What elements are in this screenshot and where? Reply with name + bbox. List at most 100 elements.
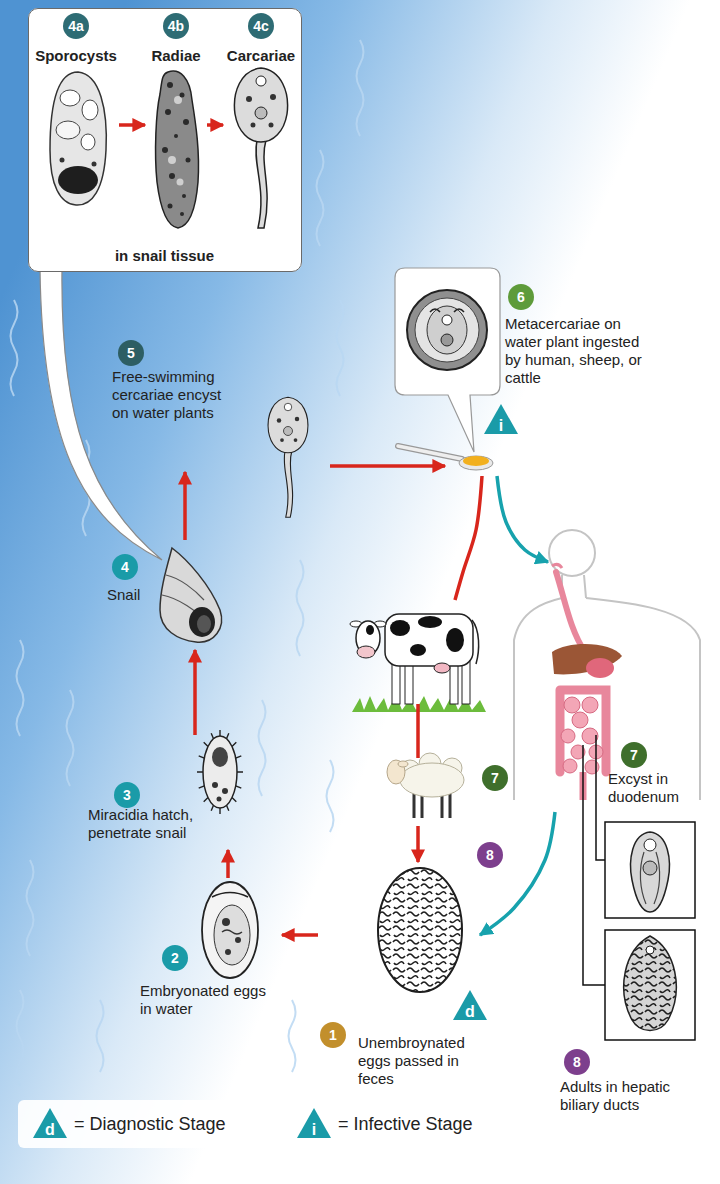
water-waves [289, 1000, 296, 1072]
water-waves [327, 760, 334, 832]
radia-figure [182, 194, 186, 198]
callout-number: 5 [118, 340, 144, 366]
unembryonated-egg-figure [378, 868, 462, 992]
water-waves [27, 860, 34, 956]
radia-figure [156, 71, 199, 228]
life-cycle-arrow [480, 812, 555, 935]
legend-text: = Diagnostic Stage [74, 1112, 226, 1136]
radia-figure [169, 173, 175, 179]
unembryonated-egg-figure [378, 868, 462, 992]
host-path-line [416, 704, 420, 758]
callout-number: 3 [114, 782, 140, 808]
water-waves [11, 300, 18, 396]
stage-heading: Radiae [145, 47, 207, 65]
embryonated-egg-figure [202, 882, 258, 978]
water-waves [97, 1000, 104, 1072]
metacercaria-stage: 6Metacercariae on water plant ingested b… [445, 265, 705, 476]
radia-stage: 4bRadiae [145, 13, 207, 243]
cow-figure [410, 644, 426, 656]
miracidium-figure [203, 736, 237, 808]
human-figure [564, 697, 580, 713]
sporocyst-figure [81, 134, 95, 150]
life-cycle-arrow [497, 476, 548, 562]
sporocyst-figure [56, 121, 80, 139]
adult-fluke-stage: 8Adults in hepatic biliary ducts [555, 928, 705, 1128]
excyst-inset [605, 822, 695, 918]
stage-description: Miracidia hatch, penetrate snail [88, 806, 200, 842]
leader-line [583, 735, 605, 985]
embryonated-egg-figure [202, 882, 258, 978]
embryonated-egg-figure [235, 937, 241, 943]
leader-line [596, 735, 605, 860]
metacercaria-bubble [441, 334, 453, 346]
stage-description: Unembroynated eggs passed in feces [358, 1034, 476, 1088]
radia-figure [167, 82, 173, 88]
callout-number: 8 [477, 842, 503, 868]
legend-panel [18, 1100, 498, 1148]
life-cycle-arrow [282, 933, 318, 937]
miracidium-figure [212, 782, 218, 788]
callout-number: 2 [162, 945, 188, 971]
callout-number: 4c [248, 13, 274, 39]
metacercaria-bubble [395, 268, 500, 452]
stage-symbol-letter: i [485, 416, 517, 436]
snail-figure [197, 615, 211, 633]
adult-fluke-inset [624, 936, 676, 1031]
cow-figure [446, 628, 464, 652]
miracidium-figure [197, 730, 243, 814]
spoon-with-plant [398, 446, 462, 459]
radia-figure [174, 96, 182, 104]
embryonated-egg-stage: 2Embryonated eggs in water [135, 878, 282, 1026]
sheep-figure [400, 763, 464, 797]
metacercaria-bubble [430, 309, 464, 312]
water-waves [297, 560, 304, 656]
callout-number: 4 [112, 554, 138, 580]
radia-figure [180, 93, 185, 98]
radia-figure [168, 204, 173, 209]
stage-symbol-letter: d [454, 1002, 486, 1022]
water-waves [317, 150, 324, 246]
human-figure [586, 658, 614, 678]
human-host: 7Excyst in duodenum [548, 520, 705, 812]
sporocyst-figure [60, 158, 65, 163]
human-figure [585, 760, 599, 774]
stage-heading: Sporocysts [33, 47, 119, 65]
metacercaria-bubble [415, 298, 479, 362]
excyst-inset [640, 852, 659, 904]
stage-heading: in snail tissue [29, 247, 300, 265]
adult-fluke-inset [646, 946, 654, 954]
inset-panel [28, 8, 302, 272]
callout-number: 8 [564, 1049, 590, 1075]
callout-number: 7 [621, 742, 647, 768]
metacercaria-bubble [442, 315, 452, 325]
spoon-with-plant [463, 456, 489, 466]
cow-figure [366, 625, 374, 635]
adult-fluke-inset [605, 930, 695, 1040]
free-cercaria-figure [268, 397, 308, 517]
sporocyst-figure [82, 100, 98, 120]
stage-heading: Carcariae [223, 47, 299, 65]
radia-figure [165, 109, 171, 115]
water-waves [337, 300, 344, 396]
stage-description: Embryonated eggs in water [140, 982, 272, 1018]
unembryonated-egg-stage: 1Unembroynated eggs passed in feces [318, 862, 480, 1092]
excyst-inset [643, 861, 657, 875]
human-figure [561, 729, 575, 743]
sporocyst-figure [50, 72, 106, 205]
metacercaria-bubble [395, 268, 500, 452]
human-figure [556, 572, 585, 652]
radia-figure [156, 71, 199, 228]
cercaria-inset-stage: 4cCarcariae [223, 13, 299, 243]
host-path-line [418, 704, 419, 758]
cow-figure [472, 620, 479, 664]
human-figure [582, 697, 598, 713]
spoon-with-plant [398, 446, 462, 459]
adult-fluke-inset [624, 936, 676, 1031]
adult-fluke-inset [605, 930, 695, 1040]
human-figure [514, 530, 700, 800]
leader-line [583, 745, 605, 985]
snail-figure [189, 607, 215, 637]
miracidium-figure [217, 797, 222, 802]
